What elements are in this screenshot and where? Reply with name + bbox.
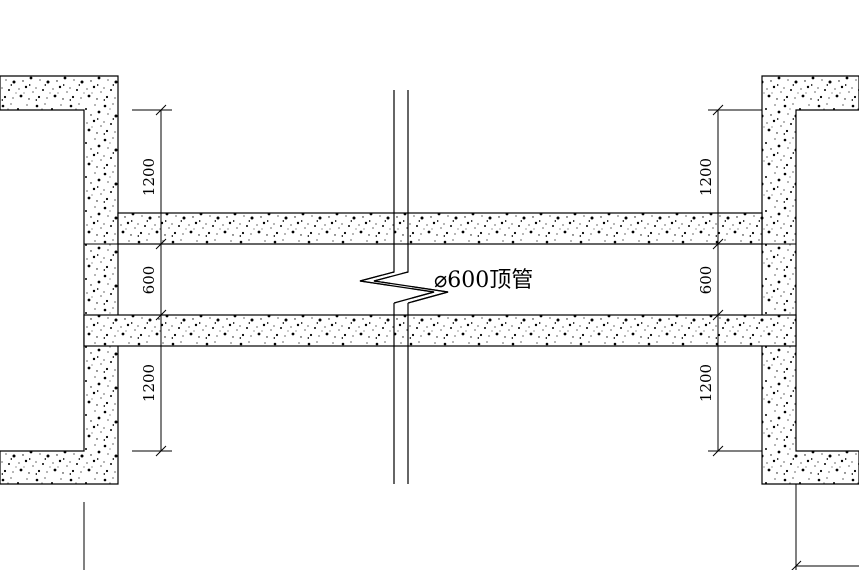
pipe-opening-lines [84, 243, 796, 316]
break-line [359, 90, 449, 484]
right-dimension-chain [708, 104, 762, 457]
pipe-label: ⌀600顶管 [434, 268, 533, 293]
left-well-wall [0, 75, 119, 485]
bottom-extension-lines [83, 484, 859, 570]
dim-right-top: 1200 [697, 158, 715, 196]
left-dimension-chain [132, 104, 172, 457]
right-well-wall [761, 75, 859, 485]
pipe-upper-wall [117, 212, 763, 245]
dim-right-bottom: 1200 [697, 364, 715, 402]
pipe-lower-wall [83, 314, 797, 347]
dim-left-mid: 600 [140, 266, 158, 295]
dim-right-mid: 600 [697, 266, 715, 295]
dim-left-bottom: 1200 [140, 364, 158, 402]
dim-left-top: 1200 [140, 158, 158, 196]
